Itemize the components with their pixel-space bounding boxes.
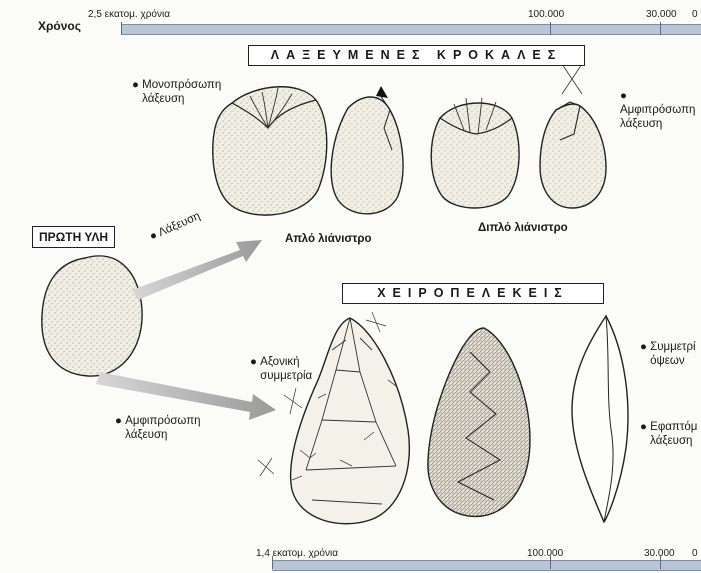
raw-material-label: ΠΡΩΤΗ ΥΛΗ: [32, 226, 115, 248]
bifacial-pebble-label-text: Αμφιπρόσωπη λάξευση: [620, 103, 695, 131]
pebble-tools-title: ΛΑΞΕΥΜΕΝΕΣ ΚΡΟΚΑΛΕΣ: [248, 45, 585, 66]
bullet-face-symmetry: ●: [640, 341, 650, 353]
bifacial-arrow-down: [96, 372, 276, 420]
pebble-tool-bifacial: [540, 64, 606, 208]
handaxes-title: ΧΕΙΡΟΠΕΛΕΚΕΙΣ: [342, 283, 604, 304]
bullet-axial: ●: [250, 356, 260, 368]
knapping-arrow-up: [132, 240, 262, 300]
raw-pebble: [42, 256, 142, 376]
pebble-tool-double-chopper: [431, 98, 519, 208]
bifacial-handaxe-label-text: Αμφιπρόσωπη λάξευση: [125, 414, 200, 442]
tangent-label: ● Εφαπτόμ λάξευση: [640, 420, 697, 448]
bullet-bifacial: ●: [620, 90, 627, 102]
axial-symmetry-label-text: Αξονική συμμετρία: [260, 355, 312, 383]
bullet-unifacial: ●: [132, 79, 142, 91]
face-symmetry-label: ● Συμμετρί όψεων: [640, 340, 696, 368]
unifacial-label-text: Μονοπρόσωπη λάξευση: [142, 78, 221, 106]
handaxe-textured: [428, 328, 530, 516]
unifacial-label: ● Μονοπρόσωπη λάξευση: [132, 78, 221, 106]
axial-symmetry-label: ● Αξονική συμμετρία: [250, 355, 312, 383]
handaxe-profile: [572, 316, 628, 522]
double-chopper-label: Διπλό λιάνιστρο: [478, 222, 568, 234]
face-symmetry-label-text: Συμμετρί όψεων: [650, 340, 695, 368]
pebble-tool-simple-chopper: [331, 86, 403, 214]
simple-chopper-label: Απλό λιάνιστρο: [285, 233, 372, 245]
bifacial-pebble-label: ● Αμφιπρόσωπη λάξευση: [620, 89, 701, 131]
bifacial-handaxe-label: ● Αμφιπρόσωπη λάξευση: [115, 414, 201, 442]
pebble-tool-unifacial: [213, 87, 327, 215]
bullet-bifacial-handaxe: ●: [115, 415, 125, 427]
tangent-label-text: Εφαπτόμ λάξευση: [650, 420, 697, 448]
bullet-tangent: ●: [640, 421, 650, 433]
handaxe-axial: [258, 312, 409, 524]
